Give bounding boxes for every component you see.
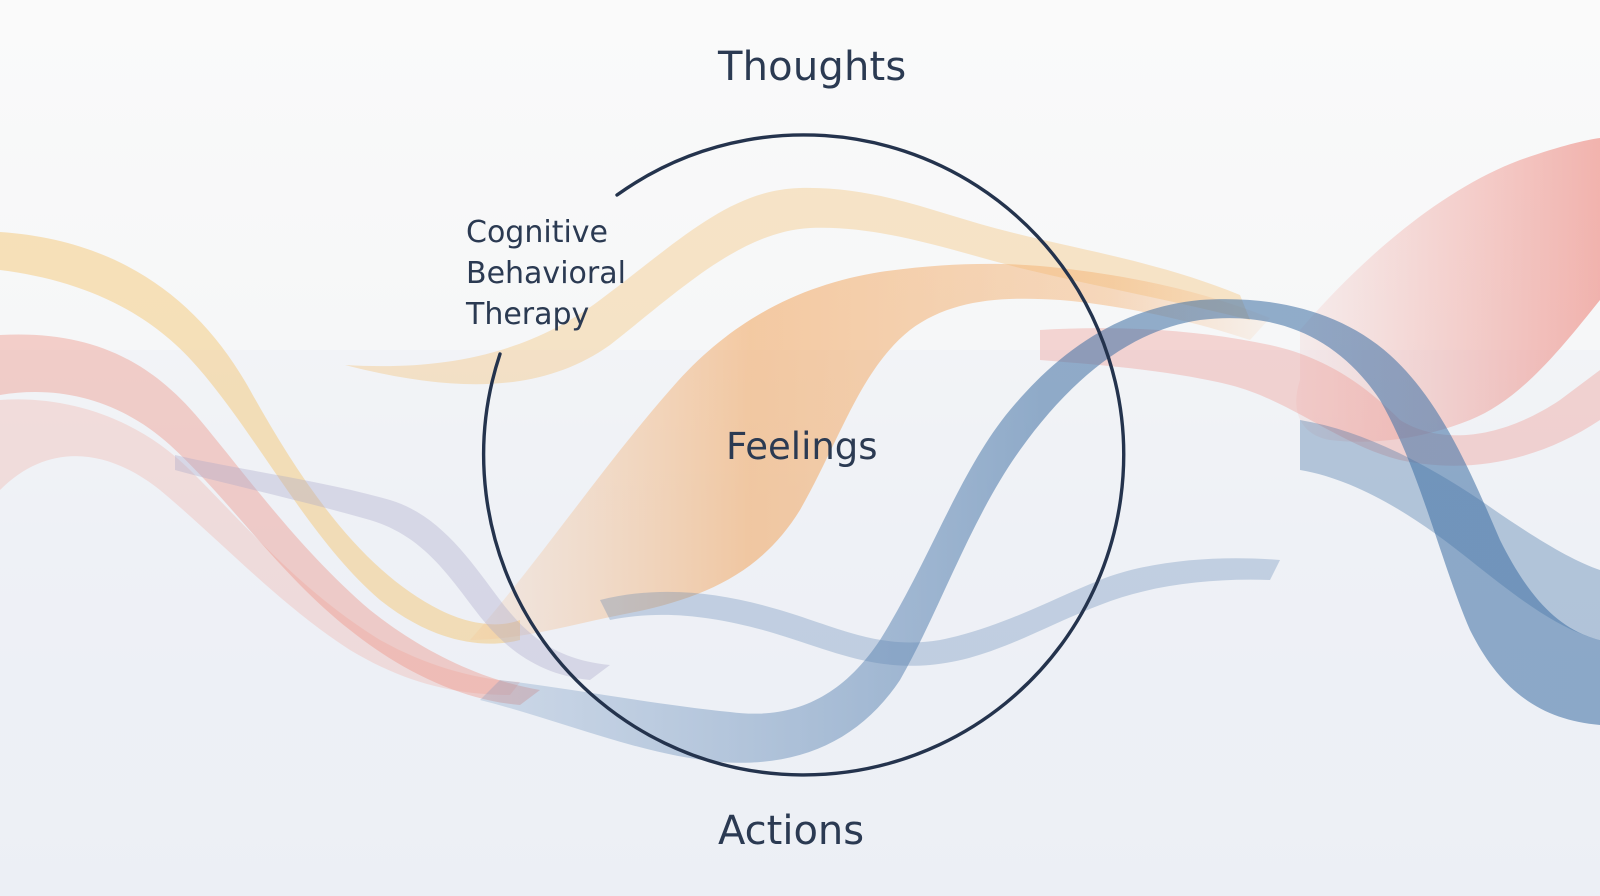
wave-red-right-lower: [1040, 328, 1600, 466]
wave-yellow-left: [0, 232, 520, 644]
diagram-title: Cognitive Behavioral Therapy: [466, 212, 626, 335]
node-thoughts: Thoughts: [718, 44, 907, 90]
node-feelings: Feelings: [726, 425, 878, 468]
wave-red-left: [0, 334, 540, 705]
diagram-title-line-1: Cognitive: [466, 215, 609, 250]
diagram-title-line-2: Behavioral: [466, 256, 626, 291]
wave-blue-right-tail: [1300, 420, 1600, 640]
node-actions: Actions: [718, 808, 865, 854]
wave-red-left-soft: [0, 399, 520, 695]
wave-lavender-left: [175, 455, 610, 680]
wave-blue-main: [480, 299, 1600, 763]
wave-orange-center: [470, 263, 1270, 640]
wave-yellow-upper: [345, 187, 1250, 385]
wave-blue-secondary: [600, 558, 1280, 666]
diagram-title-line-3: Therapy: [466, 297, 590, 332]
cycle-ring: [481, 133, 1126, 777]
